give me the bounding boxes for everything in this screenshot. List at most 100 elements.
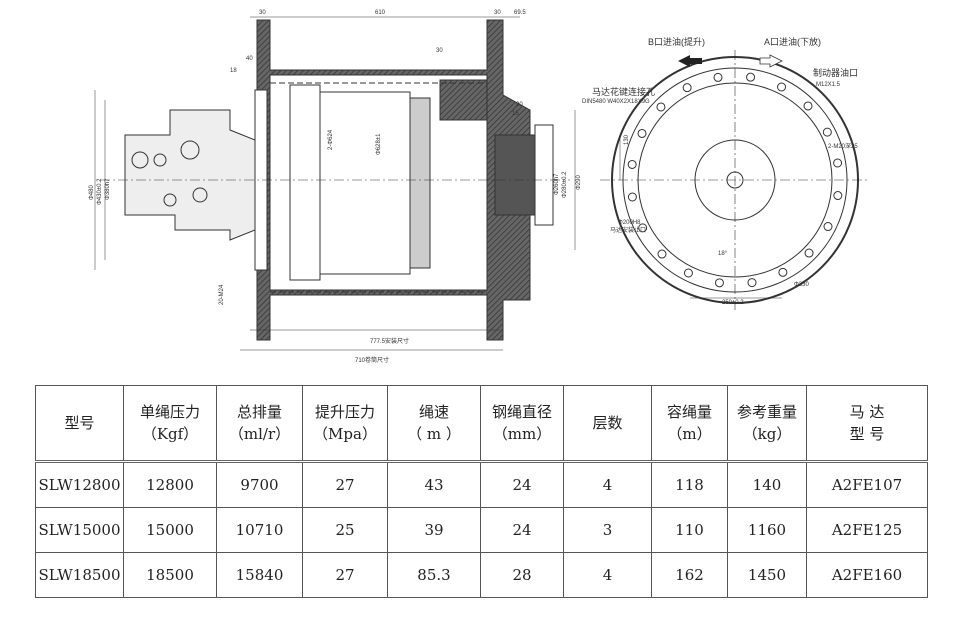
header-text: （mm） [492, 425, 552, 443]
bolt-hole [803, 101, 813, 111]
column-header: 容绳量 （m） [651, 385, 728, 462]
header-text: （m） [667, 425, 712, 443]
bolt-hole [638, 223, 648, 233]
table-cell: 25 [302, 507, 388, 553]
dim-dia-430: Φ430±0.2 [97, 178, 103, 205]
table-cell: 1450 [727, 552, 807, 598]
table-cell: 110 [651, 507, 728, 553]
port-b-label: B口进油(提升) [648, 36, 705, 47]
dim-install-length: 777.5安装尺寸 [370, 337, 409, 345]
pilot-desc-label: 马达安装止口 [610, 226, 646, 234]
dim-drum-length: 710卷筒尺寸 [355, 356, 389, 364]
header-text: 绳速 [418, 403, 449, 421]
table-cell: 140 [727, 461, 807, 508]
arrow-right-outline-icon [759, 54, 783, 68]
table-cell: 118 [651, 461, 728, 508]
bolt-hole [713, 72, 723, 82]
table-header-row: 型号单绳压力（Kgf）总排量（ml/r）提升压力（Mpa）绳速（ m ）钢绳直径… [35, 385, 928, 462]
header-text: 钢绳直径 [491, 403, 552, 421]
bolt-hole [747, 278, 757, 288]
table-cell: A2FE125 [806, 507, 928, 553]
table-cell: 1160 [727, 507, 807, 553]
header-text: （ml/r） [228, 425, 291, 443]
span-label: 250±0.2 [722, 300, 744, 306]
end-view-labels: B口进油(提升) A口进油(下放) 制动器油口 M12X1.5 马达花键连接孔 … [582, 36, 858, 306]
table-cell: 15000 [123, 507, 217, 553]
dim-dia-480: Φ480 [89, 185, 95, 200]
dim-dia-280: Φ280±0.2 [562, 171, 568, 198]
table-cell: 28 [480, 552, 564, 598]
header-text: （ m ） [407, 425, 461, 443]
table-cell: 3 [563, 507, 652, 553]
pcd-label: Φ330 [794, 282, 809, 288]
table-cell: 24 [480, 461, 564, 508]
end-view [600, 50, 870, 310]
arrow-left-filled-icon [678, 55, 702, 67]
bolt-hole [656, 102, 666, 112]
bolt-hole [627, 159, 637, 169]
header-text: 提升压力 [314, 403, 375, 421]
bolt-hole [746, 72, 756, 82]
table-cell: 4 [563, 461, 652, 508]
bolt-hole [683, 268, 693, 278]
winch-technical-drawing: 30 610 30 69.5 18 40 30 20 15 Φ480 Φ430±… [89, 10, 870, 364]
header-text: 参考重量 [736, 403, 797, 421]
spec-table: 型号单绳压力（Kgf）总排量（ml/r）提升压力（Mpa）绳速（ m ）钢绳直径… [35, 385, 928, 598]
column-header: 提升压力 （Mpa） [302, 385, 388, 462]
table-cell: SLW15000 [35, 507, 124, 553]
header-text: 总排量 [236, 403, 282, 421]
header-text: 容绳量 [666, 403, 712, 421]
dim-40: 40 [246, 56, 253, 62]
header-text: 马 达 [849, 403, 885, 421]
table-cell: 27 [302, 552, 388, 598]
bolt-hole [777, 82, 787, 92]
bolt-hole [682, 83, 692, 93]
dim-30-right: 30 [494, 10, 501, 16]
header-text: 型 号 [849, 425, 885, 443]
dim-20: 20 [516, 102, 523, 108]
table-cell: 9700 [216, 461, 303, 508]
dim-30-left: 30 [259, 10, 266, 16]
dim-dia-260: Φ260h7 [554, 173, 560, 195]
column-header: 参考重量 （kg） [727, 385, 807, 462]
table-cell: A2FE107 [806, 461, 928, 508]
table-cell: 85.3 [387, 552, 481, 598]
dim-dia-624: 2-Φ624 [328, 129, 334, 150]
dim-69-5: 69.5 [514, 10, 526, 16]
port-a-label: A口进油(下放) [764, 36, 821, 47]
pilot-dia-label: Φ200H8 [618, 220, 641, 226]
column-header: 层数 [563, 385, 652, 462]
bolt-hole [657, 249, 667, 259]
brake-port-label: 制动器油口 [813, 67, 858, 78]
bolt-hole [714, 278, 724, 288]
header-text: （Kgf） [141, 425, 199, 443]
table-cell: 15840 [216, 552, 303, 598]
spline-label: 马达花键连接孔 [592, 86, 655, 97]
table-cell: SLW12800 [35, 461, 124, 508]
dim-15: 15 [512, 111, 519, 117]
header-text: （Mpa） [313, 425, 377, 443]
bolt-hole [627, 192, 637, 202]
dim-dia-380: Φ380h7 [105, 178, 111, 200]
table-cell: 162 [651, 552, 728, 598]
table-cell: 43 [387, 461, 481, 508]
bolt-hole [804, 248, 814, 258]
bolt-hole [833, 191, 843, 201]
dim-dia-290: Φ290 [576, 175, 582, 190]
dim-610: 610 [375, 10, 386, 16]
dim-30-pitch: 30 [436, 48, 443, 54]
header-text: 型号 [64, 414, 95, 432]
bolt-hole [822, 127, 832, 137]
table-cell: 24 [480, 507, 564, 553]
header-text: （kg） [742, 425, 792, 443]
side-view-labels: 30 610 30 69.5 18 40 30 20 15 Φ480 Φ430±… [89, 10, 582, 364]
bolt-hole [833, 158, 843, 168]
column-header: 绳速 （ m ） [387, 385, 481, 462]
table-cell: 18500 [123, 552, 217, 598]
column-header: 总排量 （ml/r） [216, 385, 303, 462]
bolt-hole [637, 128, 647, 138]
side-view [94, 16, 576, 351]
